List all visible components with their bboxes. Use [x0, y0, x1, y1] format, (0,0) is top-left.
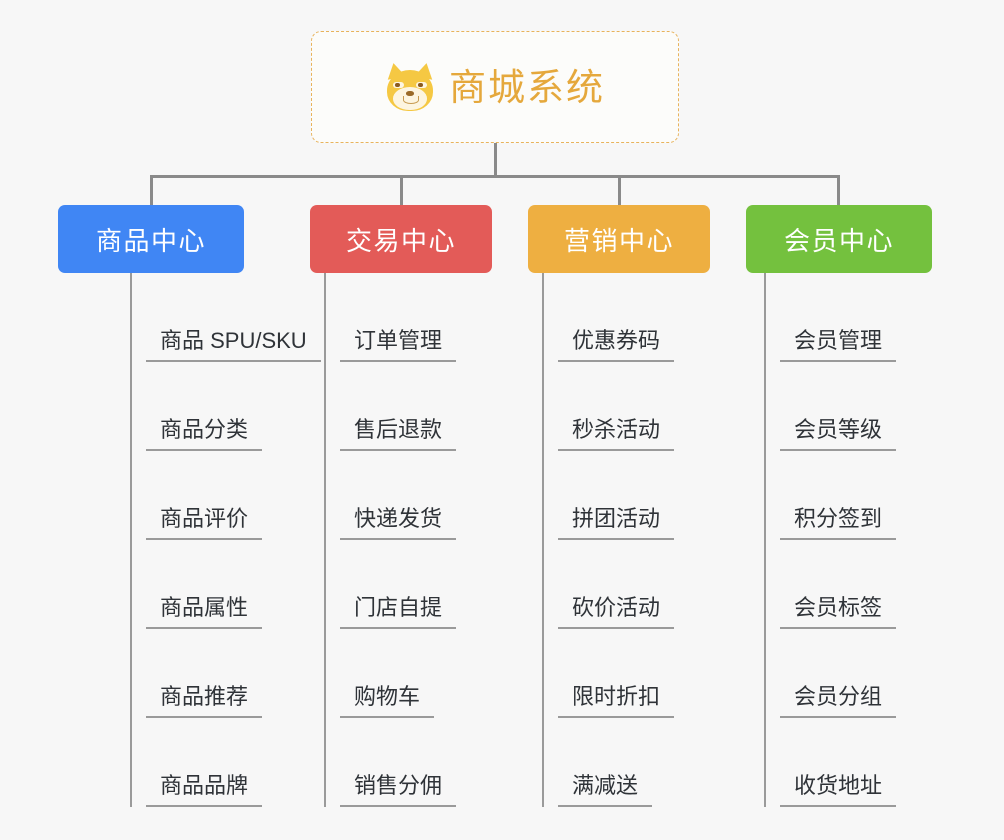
leaf-item[interactable]: 商品推荐: [58, 629, 321, 718]
branch-product-center: 商品中心商品 SPU/SKU 商品分类商品评价商品属性商品推荐商品品牌: [58, 205, 321, 807]
leaf-item-label: 商品推荐: [146, 683, 263, 718]
leaf-item-label: 拼团活动: [558, 505, 675, 540]
leaf-item[interactable]: 砍价活动: [528, 540, 710, 629]
branch-header-label: 交易中心: [345, 225, 456, 256]
leaf-item[interactable]: 积分签到: [746, 451, 932, 540]
leaf-item-label: 商品品牌: [146, 772, 263, 807]
branch-header-product-center[interactable]: 商品中心: [58, 205, 244, 273]
leaf-item[interactable]: 销售分佣: [310, 718, 492, 807]
tree-spine: [764, 273, 766, 807]
root-title: 商城系统: [449, 66, 605, 108]
leaf-list-member-center: 会员管理会员等级积分签到会员标签会员分组收货地址: [746, 273, 932, 807]
leaf-item-label: 满减送: [558, 772, 653, 807]
leaf-item-label: 收货地址: [780, 772, 897, 807]
leaf-item[interactable]: 拼团活动: [528, 451, 710, 540]
leaf-item[interactable]: 订单管理: [310, 273, 492, 362]
leaf-item[interactable]: 会员管理: [746, 273, 932, 362]
tree-spine: [130, 273, 132, 807]
leaf-item[interactable]: 商品品牌: [58, 718, 321, 807]
leaf-item[interactable]: 商品分类: [58, 362, 321, 451]
leaf-item-label: 会员管理: [780, 327, 897, 362]
leaf-item[interactable]: 门店自提: [310, 540, 492, 629]
leaf-list-product-center: 商品 SPU/SKU 商品分类商品评价商品属性商品推荐商品品牌: [58, 273, 321, 807]
leaf-item[interactable]: 商品 SPU/SKU: [58, 273, 321, 362]
connector-drop-product: [150, 175, 153, 206]
branch-marketing-center: 营销中心优惠券码秒杀活动拼团活动砍价活动限时折扣满减送: [528, 205, 710, 807]
leaf-item[interactable]: 收货地址: [746, 718, 932, 807]
leaf-item-label: 售后退款: [340, 416, 457, 451]
connector-drop-marketing: [618, 175, 621, 206]
leaf-item[interactable]: 会员等级: [746, 362, 932, 451]
connector-drop-trade: [400, 175, 403, 206]
branch-header-label: 营销中心: [563, 225, 674, 256]
leaf-item[interactable]: 优惠券码: [528, 273, 710, 362]
branch-header-marketing-center[interactable]: 营销中心: [528, 205, 710, 273]
connector-root-stem: [494, 143, 497, 178]
leaf-item-label: 门店自提: [340, 594, 457, 629]
leaf-item-label: 砍价活动: [558, 594, 675, 629]
leaf-item[interactable]: 满减送: [528, 718, 710, 807]
leaf-list-trade-center: 订单管理售后退款快递发货门店自提购物车销售分佣: [310, 273, 492, 807]
leaf-item-label: 订单管理: [340, 327, 457, 362]
leaf-list-marketing-center: 优惠券码秒杀活动拼团活动砍价活动限时折扣满减送: [528, 273, 710, 807]
leaf-item-label: 秒杀活动: [558, 416, 675, 451]
leaf-item[interactable]: 秒杀活动: [528, 362, 710, 451]
shiba-dog-icon: [384, 61, 436, 111]
leaf-item-label: 会员标签: [780, 594, 897, 629]
leaf-item-label: 快递发货: [340, 505, 457, 540]
leaf-item[interactable]: 购物车: [310, 629, 492, 718]
leaf-item-label: 优惠券码: [558, 327, 675, 362]
leaf-item[interactable]: 商品评价: [58, 451, 321, 540]
leaf-item[interactable]: 售后退款: [310, 362, 492, 451]
leaf-item[interactable]: 商品属性: [58, 540, 321, 629]
branch-header-label: 会员中心: [783, 225, 894, 256]
leaf-item-label: 会员等级: [780, 416, 897, 451]
leaf-item[interactable]: 限时折扣: [528, 629, 710, 718]
tree-spine: [542, 273, 544, 807]
connector-horizontal-bus: [150, 175, 840, 178]
leaf-item-label: 会员分组: [780, 683, 897, 718]
leaf-item[interactable]: 会员标签: [746, 540, 932, 629]
root-node[interactable]: 商城系统: [311, 31, 679, 143]
branch-header-member-center[interactable]: 会员中心: [746, 205, 932, 273]
branch-header-label: 商品中心: [95, 225, 206, 256]
branch-trade-center: 交易中心订单管理售后退款快递发货门店自提购物车销售分佣: [310, 205, 492, 807]
leaf-item-label: 限时折扣: [558, 683, 675, 718]
leaf-item-label: 购物车: [340, 683, 435, 718]
leaf-item-label: 销售分佣: [340, 772, 457, 807]
leaf-item-label: 商品评价: [146, 505, 263, 540]
leaf-item[interactable]: 会员分组: [746, 629, 932, 718]
leaf-item[interactable]: 快递发货: [310, 451, 492, 540]
leaf-item-label: 商品分类: [146, 416, 263, 451]
leaf-item-label: 积分签到: [780, 505, 897, 540]
branch-header-trade-center[interactable]: 交易中心: [310, 205, 492, 273]
leaf-item-label: 商品属性: [146, 594, 263, 629]
leaf-item-label: 商品 SPU/SKU: [146, 327, 321, 362]
connector-drop-member: [837, 175, 840, 206]
tree-spine: [324, 273, 326, 807]
branch-member-center: 会员中心会员管理会员等级积分签到会员标签会员分组收货地址: [746, 205, 932, 807]
